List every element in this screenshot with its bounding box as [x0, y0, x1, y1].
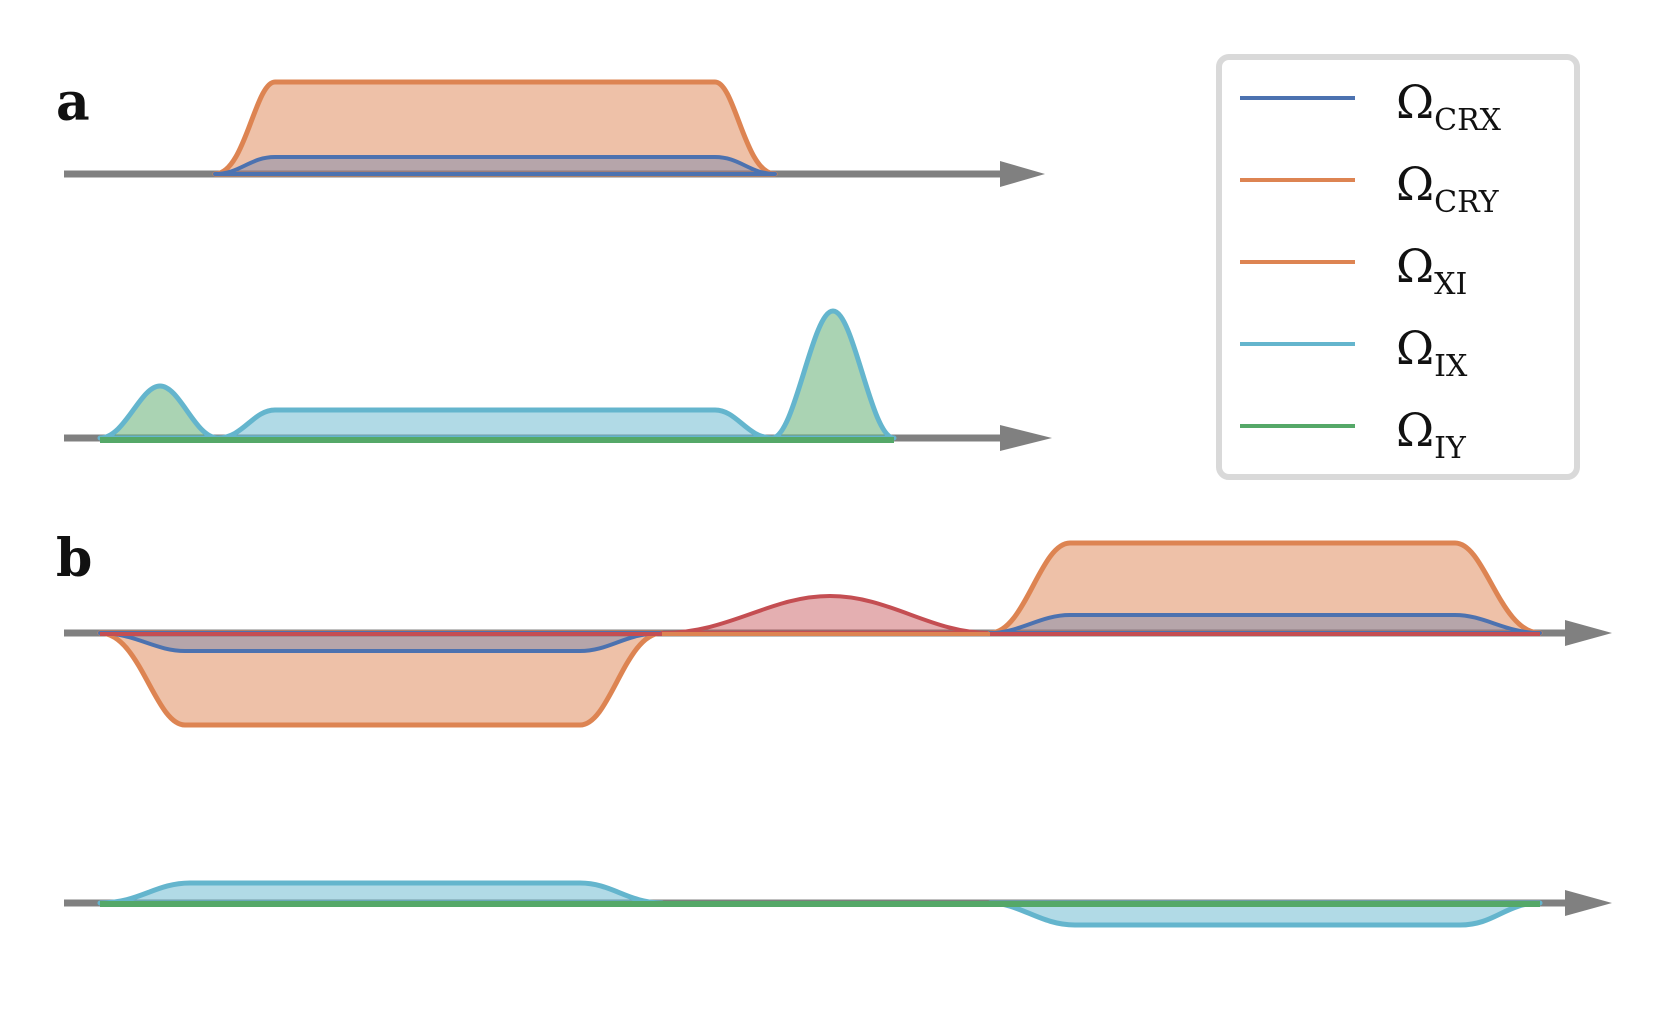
- svg-text:ΩXI: ΩXI: [1396, 239, 1467, 302]
- legend-entry-iy: ΩIY: [1240, 403, 1467, 466]
- svg-text:ΩIY: ΩIY: [1396, 403, 1467, 466]
- legend-symbol-ix: Ω: [1396, 321, 1434, 375]
- panel-a-target-channel: [97, 308, 897, 443]
- svg-text:ΩCRX: ΩCRX: [1396, 75, 1502, 138]
- legend-subscript-ix: IX: [1434, 349, 1468, 384]
- pulse-ix-b-1: [97, 880, 665, 906]
- legend-entry-ix: ΩIX: [1240, 321, 1468, 384]
- legend-subscript-xi: XI: [1434, 267, 1467, 302]
- legend-entry-crx: ΩCRX: [1240, 75, 1502, 138]
- pulse-red-b: [660, 594, 992, 635]
- legend-symbol-crx: Ω: [1396, 75, 1434, 129]
- legend-entry-cry: ΩCRY: [1240, 157, 1500, 220]
- pulse-crx-b-2: [988, 613, 1542, 635]
- pulse-iy-a-1: [97, 383, 221, 441]
- legend-subscript-cry: CRY: [1434, 185, 1500, 220]
- pulse-cry-b-2: [987, 540, 1543, 636]
- legend-symbol-iy: Ω: [1396, 403, 1434, 457]
- axis-arrow-a-bottom: [1000, 425, 1052, 451]
- svg-text:ΩIX: ΩIX: [1396, 321, 1468, 384]
- panel-label-a: a: [56, 72, 90, 133]
- legend-symbol-cry: Ω: [1396, 157, 1434, 211]
- pulse-cry-a: [212, 79, 778, 177]
- pulse-cry-b-1: [97, 630, 665, 728]
- legend-frame: [1216, 54, 1580, 480]
- legend-subscript-iy: IY: [1434, 431, 1467, 466]
- pulse-crx-a: [213, 155, 777, 176]
- legend-entry-xi: ΩXI: [1240, 239, 1467, 302]
- axis-arrow-b-bottom: [1565, 890, 1612, 916]
- axis-arrow-b-top: [1565, 620, 1612, 646]
- pulse-iy-a-2: [769, 308, 897, 441]
- svg-text:ΩCRY: ΩCRY: [1396, 157, 1500, 220]
- legend-symbol-xi: Ω: [1396, 239, 1434, 293]
- legend: ΩCRX ΩCRY ΩXI ΩIX ΩIY: [1216, 54, 1580, 480]
- axis-arrow-a-top: [1000, 161, 1045, 187]
- pulse-ix-a: [215, 407, 775, 441]
- panel-b-control-channel: [97, 540, 1543, 728]
- legend-subscript-crx: CRX: [1434, 103, 1502, 138]
- panel-label-b: b: [56, 528, 92, 589]
- panel-a-control-channel: [212, 79, 778, 177]
- panel-b-target-channel: [97, 880, 1543, 928]
